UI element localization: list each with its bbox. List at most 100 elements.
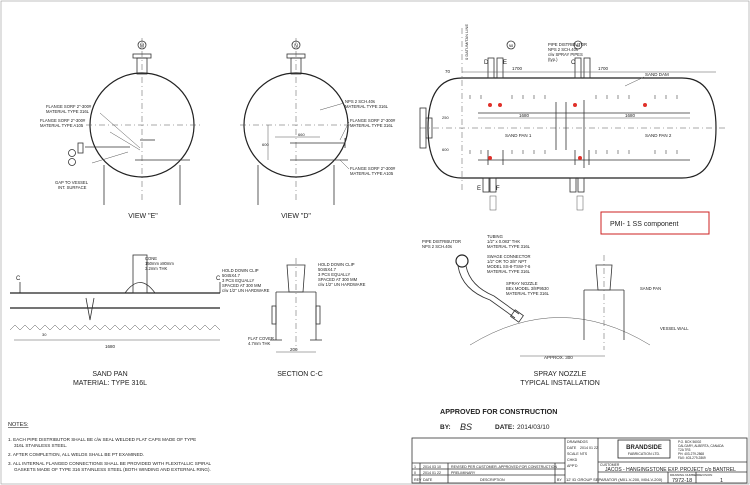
nozzle-label-c: C [571,60,576,66]
dim-250: 250 [442,115,449,120]
notes-block: NOTES: 1. EACH PIPE DISTRIBUTOR SHALL BE… [8,422,212,472]
hdc-left-1: HOLD DOWN CLIP [222,268,259,273]
note-2: 2. AFTER COMPLETION, ALL WELDS SHALL BE … [8,452,144,457]
spray-tick-row-top [469,95,678,99]
vessel-wall-label: VESSEL WALL [660,326,689,331]
pmi-note-text: PMI- 1 SS component [610,221,679,228]
rev0-no: 0 [414,471,416,475]
customer-label: CUSTOMER [600,463,620,467]
e-gap-label: GAP TO VESSEL [55,180,89,185]
sand-pan-material: MATERIAL: TYPE 316L [73,380,147,387]
tubing-label-3: MATERIAL TYPE 316L [487,244,531,249]
dim-600-v: 600 [442,147,449,152]
spray-nz-label-2: BEx MODEL 3/8P9530 [506,286,549,291]
notes-heading: NOTES: [8,422,29,428]
approval-date-label: DATE: [495,424,514,431]
pd-label-1: PIPE DISTRIBUTOR [422,239,461,244]
hdc-right-5: c/w 1/2" UN HARDWARE [318,282,366,287]
company-addr-4: PH: 403-279-2868 [678,452,704,456]
drawn-label: DRAWN [567,440,581,444]
pmi-note-box: PMI- 1 SS component [600,211,710,235]
hdr-desc: DESCRIPTION [480,478,505,482]
dim-d-600: 600 [262,142,269,147]
hdc-right-2: 5045X4.7 [318,267,337,272]
hdc-right-1: HOLD DOWN CLIP [318,262,355,267]
d-flange2-label: FLANGE SORF 2"-300# [350,166,396,171]
tubing-label-1: TUBING [487,234,503,239]
pipe-dist-label-1: PIPE DISTRIBUTOR [548,42,587,47]
note-3b: GASKETS MADE OF TYPE 316 STAINLESS STEEL… [14,467,211,472]
view-d: N 660 600 NPS 2 SCH.40s MATERIAL TYPE 31… [240,38,396,220]
vessel-elevation: 0 DATUM/TAN LINE [419,24,725,211]
nozzle-tag-1: N8 [509,44,513,48]
approval-stamp: APPROVED FOR CONSTRUCTION BY: BS DATE: 2… [440,407,557,432]
spray-nozzle-detail: APPROX. 300 PIPE DISTRIBUTOR NPS 2 SCH.4… [422,234,689,387]
section-cc-detail: 200 HOLD DOWN CLIP 5045X4.7 3 PCS EQUALL… [222,258,366,378]
note-1a: 1. EACH PIPE DISTRIBUTOR SHALL BE c/w SE… [8,437,196,442]
rev1-date: 2014 03 10 [423,465,441,469]
pipe-dist-label-2: NPS 2 SCH.40s [548,47,578,52]
title-block: 1 2014 03 10 REVISED PER CUSTOMER. APPRO… [411,437,748,484]
section-mark-c-right: C [216,276,221,282]
revision-value: 1 [720,478,723,484]
hdc-left-2: 5045X4.7 [222,273,241,278]
e-flange1-label: FLANGE SORF 2"-300# [46,104,92,109]
appd-label: APP'D [567,464,578,468]
dim-1680-a: 1680 [519,113,530,118]
spray-nz-label-3: MATERIAL TYPE 316L [506,291,550,296]
d-flange1-label: FLANGE SORF 2"-300# [350,118,396,123]
section-mark-c-left: C [16,276,21,282]
dim-1700-a: 1700 [512,66,523,71]
d-nps-label: NPS 2 SCH.40s [345,99,375,104]
dim-70: 70 [445,69,451,74]
datum-label: 0 DATUM/TAN LINE [464,24,469,60]
approval-title: APPROVED FOR CONSTRUCTION [440,407,557,416]
tubing-label-2: 1/2" x 0.083" THK [487,239,520,244]
company-addr-2: CALGARY, ALBERTA, CANADA [678,444,725,448]
sand-pan-1-label: SAND PAN 1 [505,133,532,138]
nozzle-label-e-top: E [503,60,507,66]
nozzle-m-tag: M [140,44,144,50]
approval-date-value: 2014/03/10 [517,424,550,431]
dim-d-660: 660 [298,132,305,137]
rev1-desc: REVISED PER CUSTOMER. APPROVED FOR CONST… [451,465,557,469]
drawing-title: 12' ID GROUP SEPARATOR (M01-V-200, M04-V… [566,477,663,482]
swage-label-4: MATERIAL TYPE 316L [487,269,531,274]
hdr-date: DATE [423,478,433,482]
sand-pan-2-label: SAND PAN 2 [645,133,672,138]
pipe-dist-label-3: c/w SPRAY PIPES [548,52,583,57]
view-d-title: VIEW "D" [281,213,311,220]
dim-200-a: 200 [290,347,298,352]
e-flange1-material: MATERIAL TYPE 316L [46,109,90,114]
sand-dam-label: SAND DAM [645,72,669,77]
company-addr-1: P.O. BOX 56002 [678,440,702,444]
spray-tick-row-bottom [469,150,678,154]
drawing-no: 7972-18 [672,478,692,484]
approval-by-label: BY: [440,424,451,431]
swage-label-1: SWAGE CONNECTOR [487,254,531,259]
hdc-right-4: SPACED AT 300 MM [318,277,358,282]
nozzle-label-e: E [477,186,481,192]
date-value: 2014 01 22 [580,446,598,450]
e-flange2-material: MATERIAL TYPE A105 [40,123,84,128]
nozzle-label-f: F [496,186,500,192]
cone-label: CONE [145,256,157,261]
nozzle-n-tag: N [294,44,298,50]
view-e: M FLANGE SORF 2"-300# MATERIAL TYPE 316L… [40,38,200,220]
dim-1680-b: 1680 [625,113,636,118]
approval-signature: BS [460,422,472,432]
pipe-dist-label-4: (typ.) [548,57,558,62]
hdc-left-4: SPACED AT 300 MM [222,283,262,288]
approx-300: APPROX. 300 [544,355,573,360]
company-name-2: FABRICATION LTD. [628,452,660,456]
e-gap-label2: INT. SURFACE [58,185,87,190]
flat-cover-thk: 4.7mm THK [248,341,270,346]
nozzle-tag-2: N8 [576,44,580,48]
note-1b: 316L STAINLESS STEEL. [14,443,67,448]
swage-label-2: 1/2" OR TO 3/8" NPT [487,259,527,264]
company-logo [617,439,671,459]
company-addr-5: FAX: 403-279-2869 [678,456,706,460]
cone-size: 150mm x80mm [145,261,174,266]
nozzle-label-d: D [484,60,489,66]
